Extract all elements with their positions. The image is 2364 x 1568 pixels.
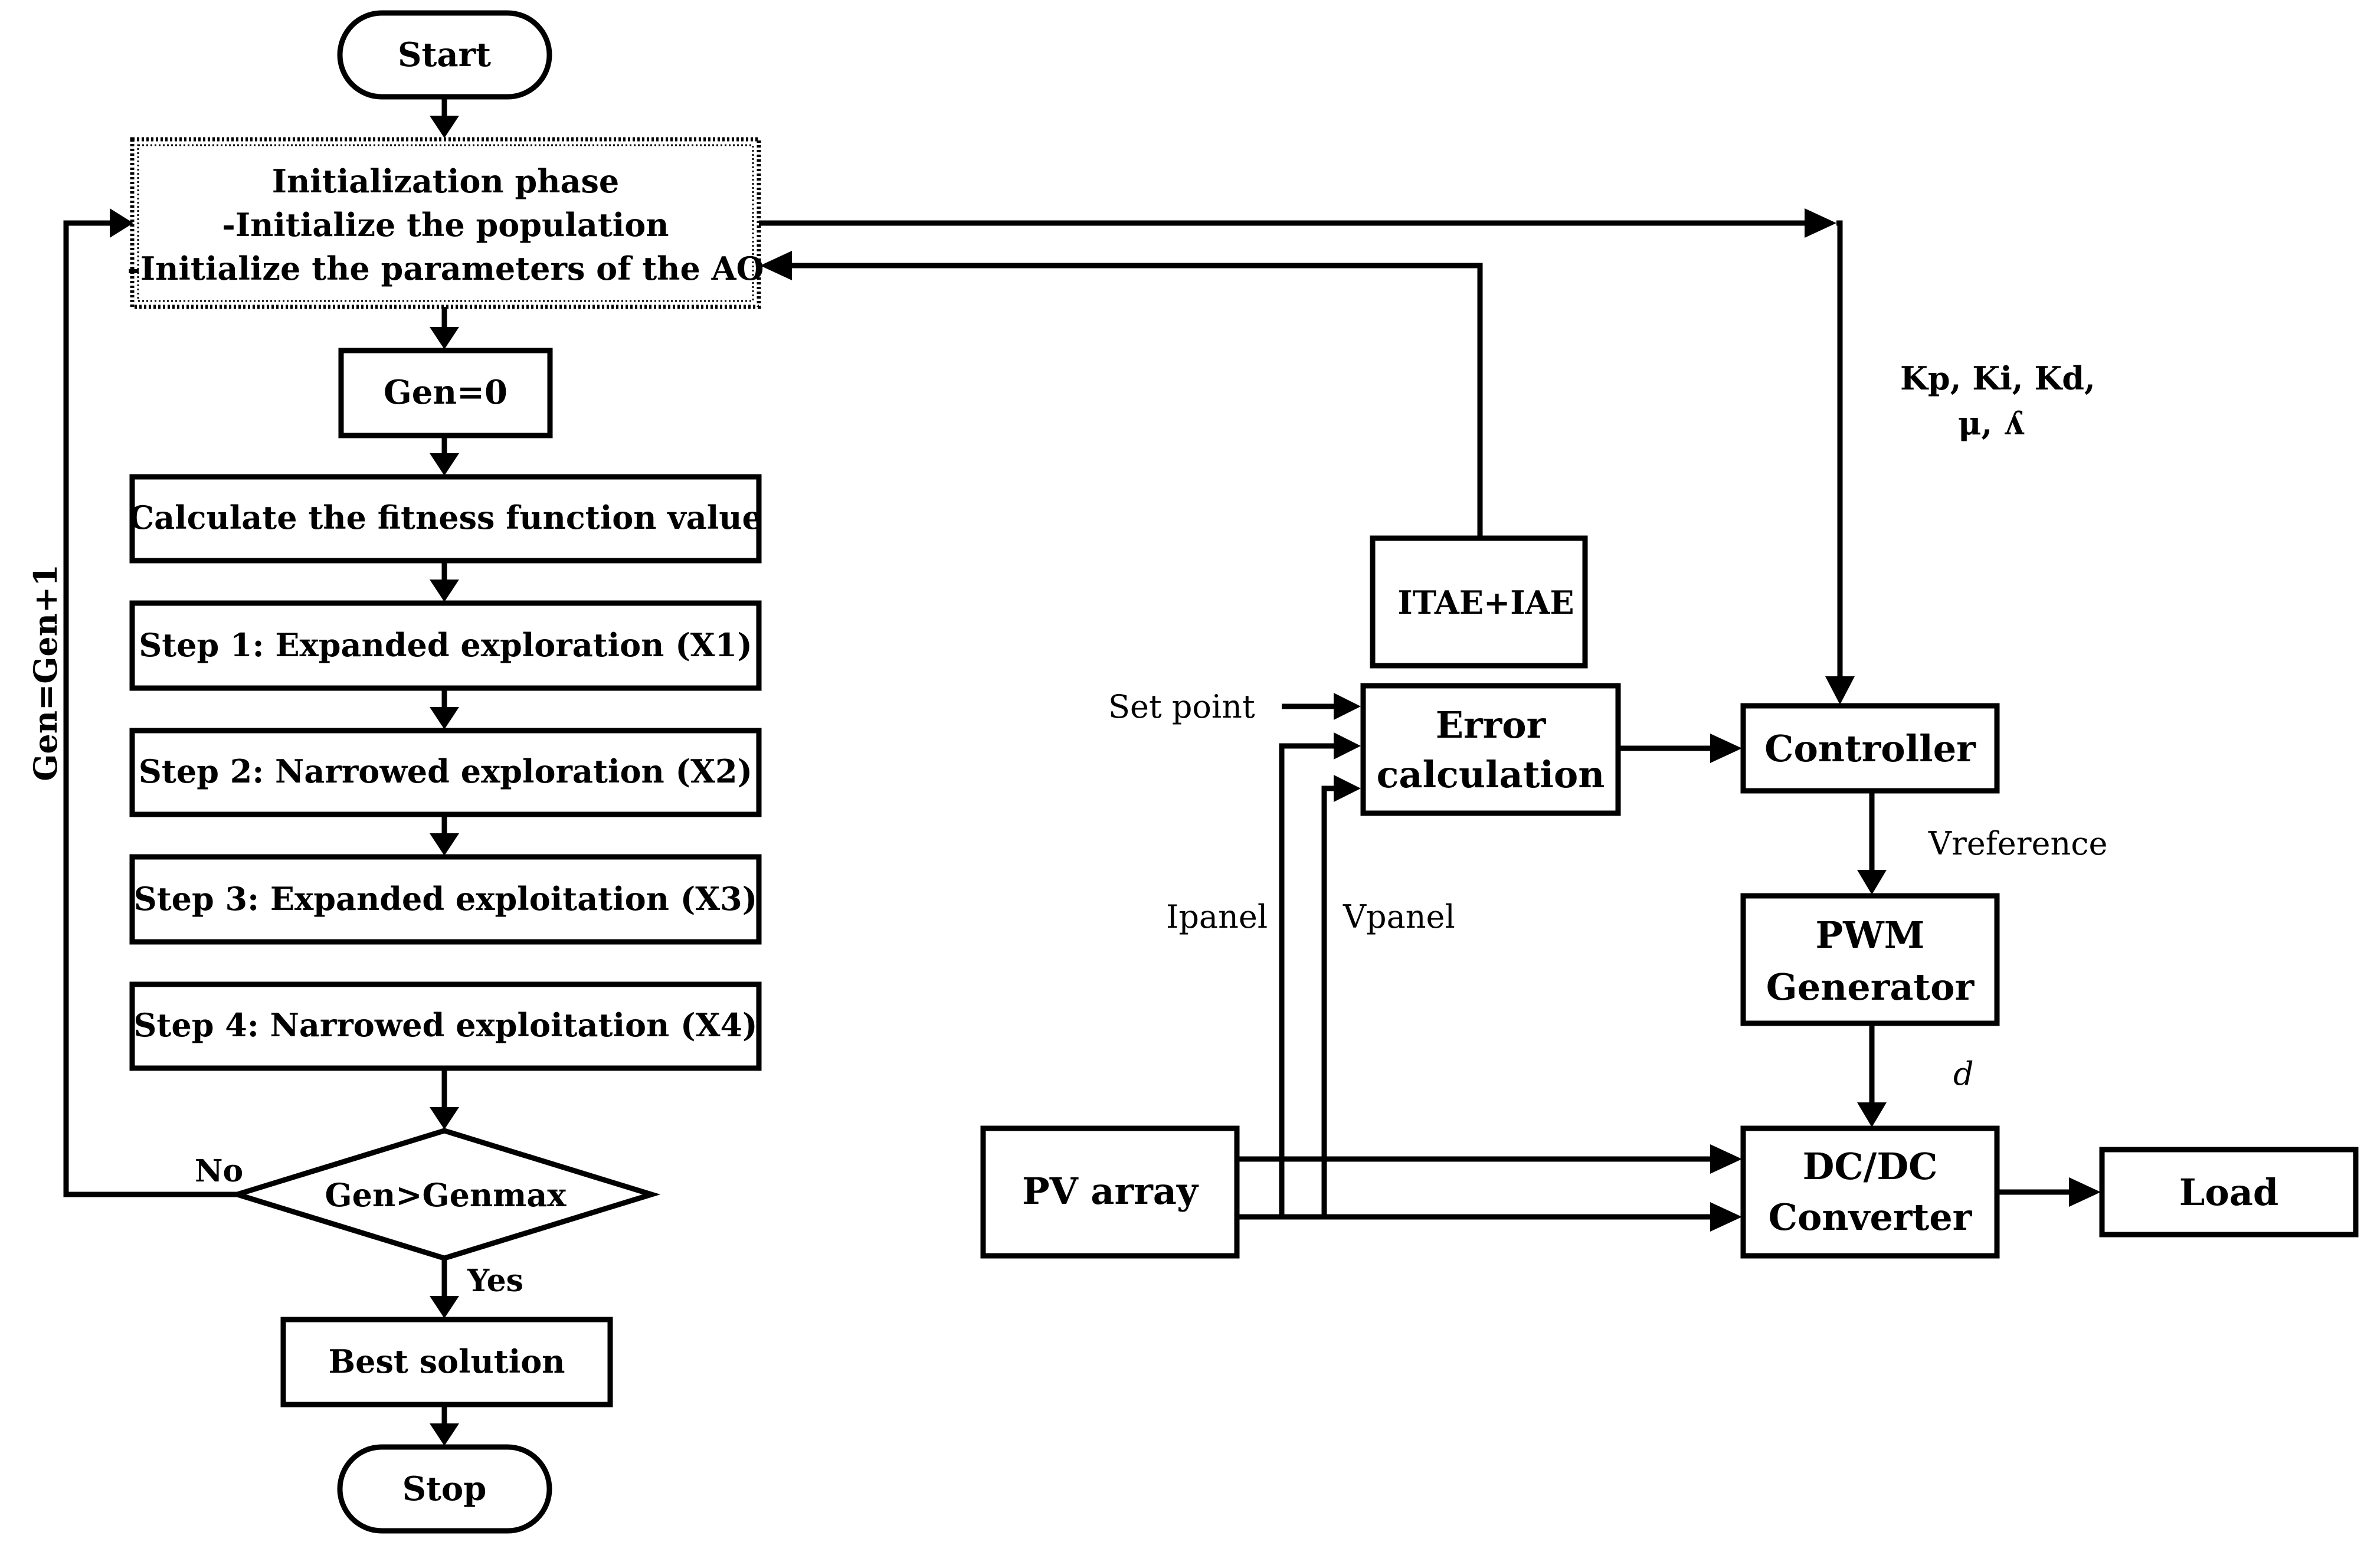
step2-box: Step 2: Narrowed exploration (X2) [129,728,762,817]
decision-diamond: Gen>Genmax [228,1128,661,1261]
ipanel-label: Ipanel [1166,898,1268,935]
load-box: Load [2099,1147,2359,1238]
gen-zero-label: Gen=0 [384,373,507,412]
stop-terminal: Stop [337,1444,552,1534]
arrow-fitness-to-step1 [430,561,459,602]
arrow-pwm-to-dcdc [1857,1023,1887,1127]
pwm-line1: PWM [1816,914,1925,957]
best-solution-label: Best solution [328,1343,565,1380]
best-solution-box: Best solution [280,1317,613,1407]
arrow-best-to-stop [430,1405,459,1446]
dcdc-line1: DC/DC [1803,1145,1938,1188]
step2-label: Step 2: Narrowed exploration (X2) [139,752,752,790]
set-point-arrow [1282,693,1361,720]
step3-box: Step 3: Expanded exploitation (X3) [129,854,762,945]
vpanel-label: Vpanel [1343,898,1455,935]
error-line2: calculation [1377,753,1605,796]
step4-label: Step 4: Narrowed exploitation (X4) [133,1006,757,1044]
arrow-decision-to-best [430,1258,459,1318]
error-line1: Error [1436,703,1547,747]
loop-label: Gen=Gen+1 [27,564,64,781]
step4-box: Step 4: Narrowed exploitation (X4) [129,981,762,1071]
itae-iae-label: ITAE+IAE [1397,584,1574,621]
init-parameters: -Initialize the parameters of the AO [127,250,764,287]
fitness-box: Calculate the fitness function value [129,474,762,564]
init-phase-box: Initialization phase -Initialize the pop… [127,137,764,309]
step1-label: Step 1: Expanded exploration (X1) [139,626,752,664]
step3-label: Step 3: Expanded exploitation (X3) [134,880,758,918]
loop-back-line [63,208,237,1197]
fitness-label: Calculate the fitness function value [129,499,762,536]
ipanel-line [1279,732,1361,1217]
params-line1: Kp, Ki, Kd, [1900,359,2095,397]
arrow-dcdc-to-load [1997,1177,2101,1207]
arrow-step2-to-step3 [430,814,459,856]
arrow-error-to-controller [1618,734,1742,763]
param-line-to-controller [759,208,1855,705]
pv-array-box: PV array [980,1125,1240,1259]
arrow-step4-to-decision [430,1068,459,1130]
vpanel-line [1321,775,1361,1217]
init-population: -Initialize the population [222,206,669,244]
arrow-controller-to-pwm [1857,791,1887,895]
decision-label: Gen>Genmax [325,1176,567,1214]
start-terminal: Start [337,10,552,100]
stop-label: Stop [402,1469,487,1508]
arrow-pv-to-dcdc-upper [1237,1144,1742,1174]
step1-box: Step 1: Expanded exploration (X1) [129,600,762,691]
arrow-gen0-to-fitness [430,436,459,476]
load-label: Load [2179,1171,2278,1214]
arrow-step1-to-step2 [430,688,459,729]
controller-box: Controller [1740,703,2000,794]
arrow-init-to-gen0 [430,307,459,349]
controller-label: Controller [1764,727,1976,770]
dcdc-converter-box: DC/DC Converter [1740,1125,2000,1259]
itae-iae-box: ITAE+IAE [1370,535,1588,669]
dcdc-line2: Converter [1769,1196,1973,1239]
gen-zero-box: Gen=0 [338,348,553,438]
d-label: d [1953,1055,1974,1092]
vreference-label: Vreference [1928,825,2107,862]
arrow-start-to-init [430,97,459,138]
arrow-pv-to-dcdc-lower [1237,1202,1742,1232]
pwm-line2: Generator [1766,965,1975,1009]
error-calculation-box: Error calculation [1360,683,1621,816]
params-line2: μ, ʎ [1958,404,2025,442]
yes-label: Yes [467,1263,523,1299]
feedback-line-to-init [760,251,1483,537]
start-label: Start [398,35,491,74]
pv-array-label: PV array [1022,1170,1199,1213]
pwm-generator-box: PWM Generator [1740,893,2000,1026]
set-point-label: Set point [1108,688,1255,725]
no-label: No [195,1153,243,1189]
init-title: Initialization phase [272,162,619,200]
